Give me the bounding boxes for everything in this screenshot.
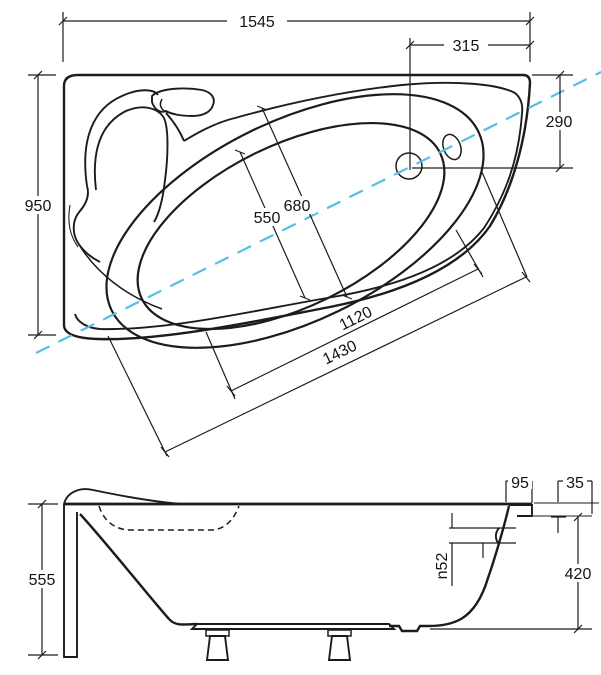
dim-basin-rim-length-label: 1430 bbox=[320, 337, 360, 368]
foot-right bbox=[327, 635, 352, 661]
rim-band-curve bbox=[74, 81, 524, 331]
feet bbox=[205, 629, 352, 661]
dim-drain-edge-offset-label: 290 bbox=[546, 114, 573, 131]
headrest-hump-profile bbox=[63, 488, 181, 505]
dim-total-height-label: 555 bbox=[29, 572, 56, 589]
foot-left bbox=[205, 635, 230, 661]
tub-outer-contour bbox=[62, 73, 532, 341]
dim-overall-length-label: 1545 bbox=[239, 14, 275, 31]
dim-basin-inner-width-label: 550 bbox=[254, 210, 281, 227]
dim-overall-width: 950 bbox=[19, 70, 57, 340]
dim-basin-inner-width: 550 bbox=[234, 149, 311, 301]
shell-right-wall bbox=[389, 505, 511, 633]
dim-rim-overhang-label: 95 bbox=[511, 475, 529, 492]
dim-rim-lip-label: 35 bbox=[566, 475, 584, 492]
headrest bbox=[68, 87, 215, 310]
dim-overall-width-label: 950 bbox=[25, 198, 52, 215]
center-axis-line bbox=[35, 71, 601, 354]
apron-panel bbox=[63, 504, 78, 658]
seat-sweep-curve bbox=[77, 242, 163, 310]
dim-drain-edge-offset: 290 bbox=[412, 70, 580, 173]
pillow-fold-line bbox=[159, 98, 172, 114]
shell-left-slope bbox=[79, 513, 198, 626]
dim-tap-edge-offset-label: 315 bbox=[453, 38, 480, 55]
dim-total-height: 555 bbox=[22, 499, 62, 660]
dim-basin-rim-width-label: 680 bbox=[284, 198, 311, 215]
dim-rim-lip: 35 bbox=[551, 473, 593, 533]
dim-basin-rim-width: 680 bbox=[256, 105, 353, 300]
armrest-inner-curve bbox=[93, 106, 169, 223]
dim-overflow-diameter-label: n52 bbox=[434, 553, 451, 580]
drain-hole bbox=[395, 152, 423, 180]
basin-rim-ellipse bbox=[105, 93, 485, 349]
dim-tap-edge-offset: 315 bbox=[405, 36, 535, 170]
side-view: 555 95 35 420 n52 bbox=[22, 473, 599, 661]
wall-offset-line bbox=[68, 204, 79, 248]
dim-body-height-label: 420 bbox=[565, 566, 592, 583]
foot-bracket-right bbox=[327, 629, 352, 637]
seat-wall-curve bbox=[72, 185, 101, 263]
dim-rim-overhang: 95 bbox=[505, 473, 533, 503]
base-plate bbox=[189, 623, 397, 630]
armrest-outer-curve bbox=[84, 89, 159, 187]
headrest-pillow bbox=[151, 87, 215, 117]
headrest-recess-dashed bbox=[98, 505, 240, 531]
rim-step bbox=[509, 504, 533, 517]
dim-overflow-diameter: n52 bbox=[434, 513, 516, 586]
foot-bracket-left bbox=[205, 629, 230, 637]
basin-inner-ellipse bbox=[136, 121, 446, 331]
top-view: 1545 315 290 950 550 bbox=[19, 12, 601, 458]
dim-basin-inner-length: 1120 bbox=[205, 229, 484, 400]
dim-body-height: 420 bbox=[430, 512, 597, 634]
dim-overall-length: 1545 bbox=[58, 12, 535, 62]
armrest-outer-right bbox=[165, 112, 185, 142]
